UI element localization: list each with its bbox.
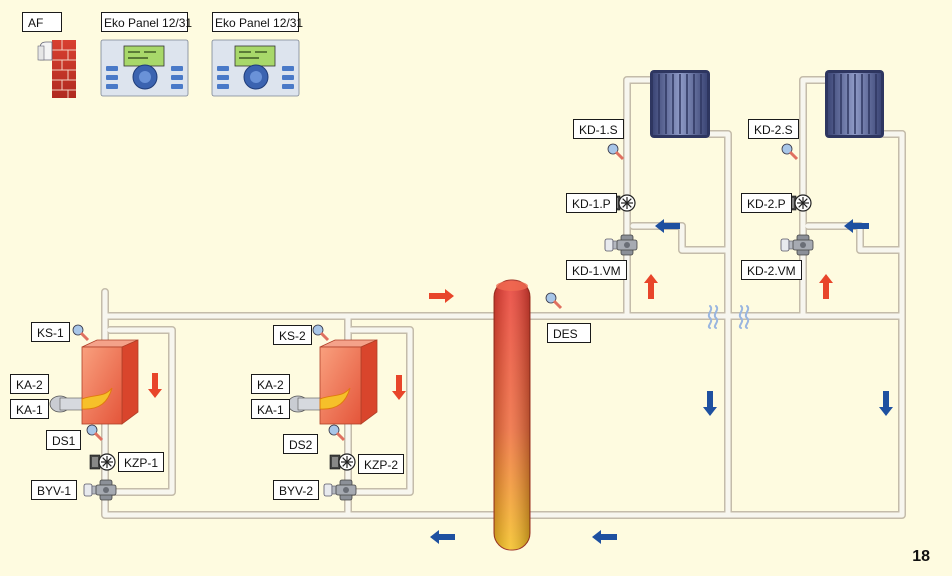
bypass-valve-byv1-icon xyxy=(83,479,117,501)
flow-arrow-down-icon xyxy=(148,373,162,398)
sensor-des-icon xyxy=(544,291,563,310)
label-ka2-boiler1: KA-2 xyxy=(10,374,49,394)
label-kd2-p: KD-2.P xyxy=(741,193,792,213)
label-ka2-boiler2: KA-2 xyxy=(251,374,290,394)
label-kzp2: KZP-2 xyxy=(358,454,405,474)
label-kd1-s: KD-1.S xyxy=(573,119,624,139)
return-arrow-down-icon xyxy=(703,391,717,416)
flow-arrow-up-icon xyxy=(644,274,658,299)
pump-kzp1-icon xyxy=(89,453,116,471)
label-ka1-boiler1: KA-1 xyxy=(10,399,49,419)
label-byv1: BYV-1 xyxy=(31,480,78,500)
label-des: DES xyxy=(547,323,591,343)
sensor-ds1-icon xyxy=(85,423,104,442)
sensor-ds2-icon xyxy=(327,423,346,442)
pump-kzp2-icon xyxy=(329,453,356,471)
label-kd2-s: KD-2.S xyxy=(748,119,799,139)
label-ds2: DS2 xyxy=(283,434,319,454)
buffer-tank xyxy=(493,279,531,551)
label-kd1-p: KD-1.P xyxy=(566,193,617,213)
flow-arrow-down-icon xyxy=(392,375,406,400)
radiator-2 xyxy=(825,70,884,138)
label-kd2-vm: KD-2.VM xyxy=(741,260,802,280)
label-eko-panel-2: Eko Panel 12/31 xyxy=(212,12,303,32)
boiler-2 xyxy=(319,339,378,425)
return-arrow-left-icon xyxy=(430,530,455,544)
label-eko-panel-1: Eko Panel 12/31 xyxy=(101,12,192,32)
bypass-valve-byv2-icon xyxy=(323,479,357,501)
page-number: 18 xyxy=(912,548,930,565)
label-ds1: DS1 xyxy=(46,430,82,450)
sensor-ks2-icon xyxy=(311,323,330,342)
sensor-kd1-s-icon xyxy=(606,142,625,161)
label-kzp1: KZP-1 xyxy=(118,452,165,472)
radiator-1 xyxy=(650,70,710,138)
label-byv2: BYV-2 xyxy=(273,480,320,500)
label-ks1: KS-1 xyxy=(31,322,70,342)
label-kd1-vm: KD-1.VM xyxy=(566,260,627,280)
label-af: AF xyxy=(22,12,62,32)
mixing-valve-kd2-icon xyxy=(780,234,814,256)
return-arrow-left-icon xyxy=(655,219,680,233)
control-panel-1-icon xyxy=(100,39,189,97)
control-panel-2-icon xyxy=(211,39,300,97)
sensor-kd2-s-icon xyxy=(780,142,799,161)
outdoor-sensor-icon xyxy=(37,40,76,98)
return-arrow-left-icon xyxy=(592,530,617,544)
sensor-ks1-icon xyxy=(71,323,90,342)
label-ka1-boiler2: KA-1 xyxy=(251,399,290,419)
return-arrow-down-icon xyxy=(879,391,893,416)
mixing-valve-kd1-icon xyxy=(604,234,638,256)
boiler-1 xyxy=(81,339,139,425)
flow-arrow-right-icon xyxy=(429,289,454,303)
flow-arrow-up-icon xyxy=(819,274,833,299)
label-ks2: KS-2 xyxy=(273,325,312,345)
